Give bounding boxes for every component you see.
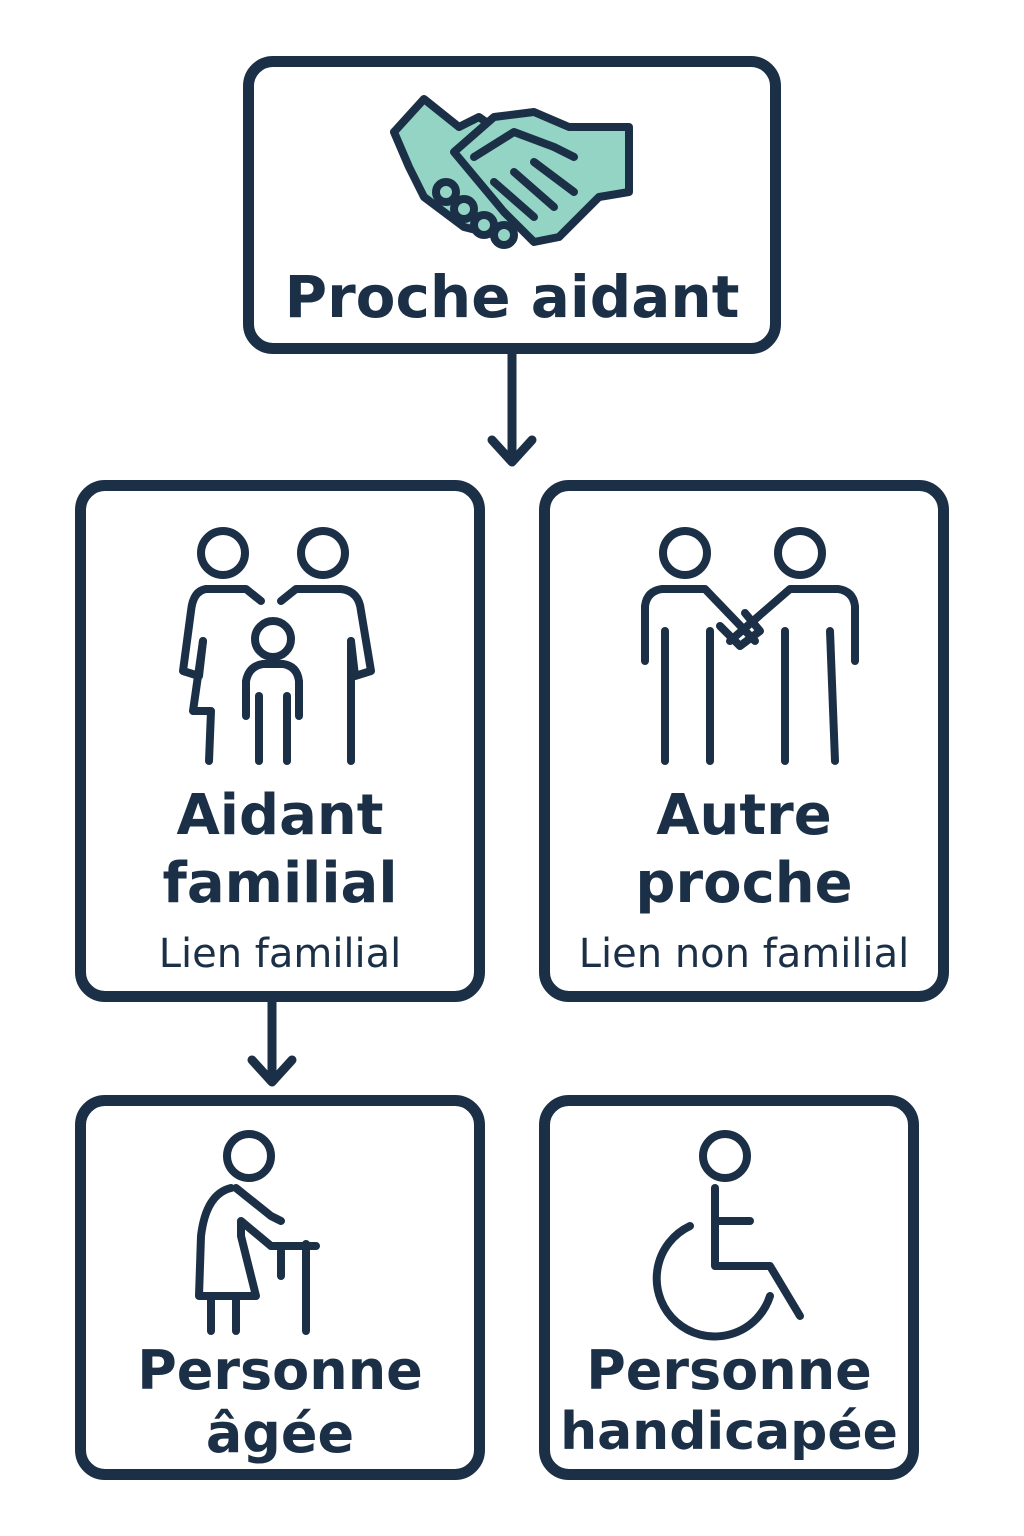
node-title-line2: handicapée — [560, 1402, 898, 1462]
node-title: Proche aidant — [284, 263, 740, 331]
arrow-down-icon — [487, 347, 537, 467]
node-proche-aidant: Proche aidant — [243, 56, 781, 354]
node-personne-handicapee: Personne handicapée — [539, 1095, 919, 1480]
two-people-holding-hands-icon — [641, 527, 859, 765]
node-subtitle: Lien familial — [158, 931, 402, 977]
node-subtitle: Lien non familial — [578, 931, 910, 977]
handshake-icon — [390, 95, 633, 249]
wheelchair-icon — [652, 1130, 804, 1341]
node-title-line2: âgée — [205, 1402, 355, 1465]
node-title-line1: Personne — [137, 1339, 423, 1402]
elderly-person-with-cane-icon — [195, 1130, 320, 1335]
node-title-line2: familial — [162, 851, 398, 916]
node-aidant-familial: Aidant familial Lien familial — [75, 480, 485, 1002]
node-title-line2: proche — [635, 851, 853, 916]
node-title-line1: Autre — [656, 783, 832, 848]
node-personne-agee: Personne âgée — [75, 1095, 485, 1480]
arrow-down-icon — [247, 995, 297, 1087]
node-title-line1: Personne — [586, 1339, 872, 1402]
family-icon — [179, 527, 375, 765]
node-autre-proche: Autre proche Lien non familial — [539, 480, 949, 1002]
node-title-line1: Aidant — [176, 783, 384, 848]
